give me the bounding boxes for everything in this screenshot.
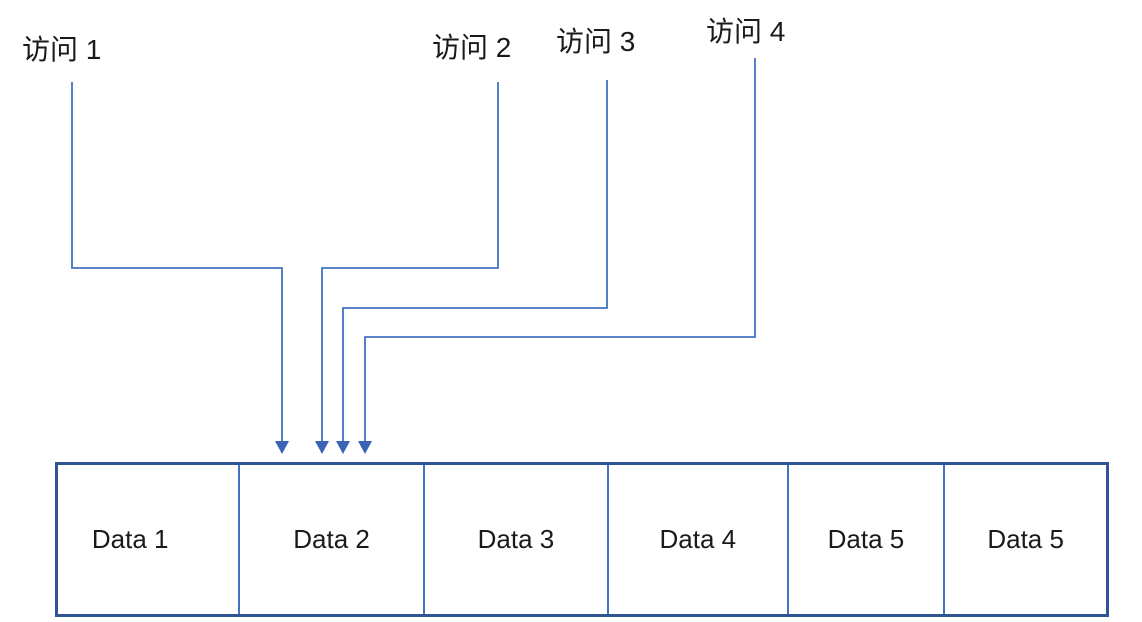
data-cell-2: Data 2: [240, 465, 425, 614]
connector-line-access-3: [342, 80, 608, 442]
data-array-box: Data 1 Data 2 Data 3 Data 4 Data 5 Data …: [55, 462, 1109, 617]
arrowhead-icon-access-1: [275, 441, 289, 454]
connector-access-2: [315, 82, 499, 454]
data-cell-4-label: Data 4: [659, 524, 737, 554]
connector-line-access-4: [364, 58, 756, 442]
access-label-1: 访问 1: [22, 34, 102, 65]
connector-access-3: [336, 80, 608, 454]
access-label-2: 访问 2: [432, 32, 512, 63]
arrowhead-icon-access-2: [315, 441, 329, 454]
connector-line-access-2: [321, 82, 499, 442]
data-cell-4: Data 4: [609, 465, 789, 614]
data-cell-6-label: Data 5: [987, 524, 1064, 554]
arrowhead-icon-access-3: [336, 441, 350, 454]
data-cell-1: Data 1: [58, 465, 241, 614]
access-label-4: 访问 4: [706, 16, 786, 47]
data-cell-3: Data 3: [425, 465, 610, 614]
data-cell-6: Data 5: [945, 465, 1106, 614]
data-cell-5: Data 5: [789, 465, 946, 614]
connector-access-4: [358, 58, 756, 454]
data-cell-3-label: Data 3: [477, 524, 555, 554]
connector-line-access-1: [71, 82, 283, 442]
data-cell-2-label: Data 2: [293, 524, 370, 554]
data-cell-5-label: Data 5: [827, 524, 905, 554]
connector-access-1: [71, 82, 289, 454]
data-cell-1-label: Data 1: [91, 524, 169, 554]
arrowhead-icon-access-4: [358, 441, 372, 454]
access-label-3: 访问 3: [556, 26, 636, 57]
